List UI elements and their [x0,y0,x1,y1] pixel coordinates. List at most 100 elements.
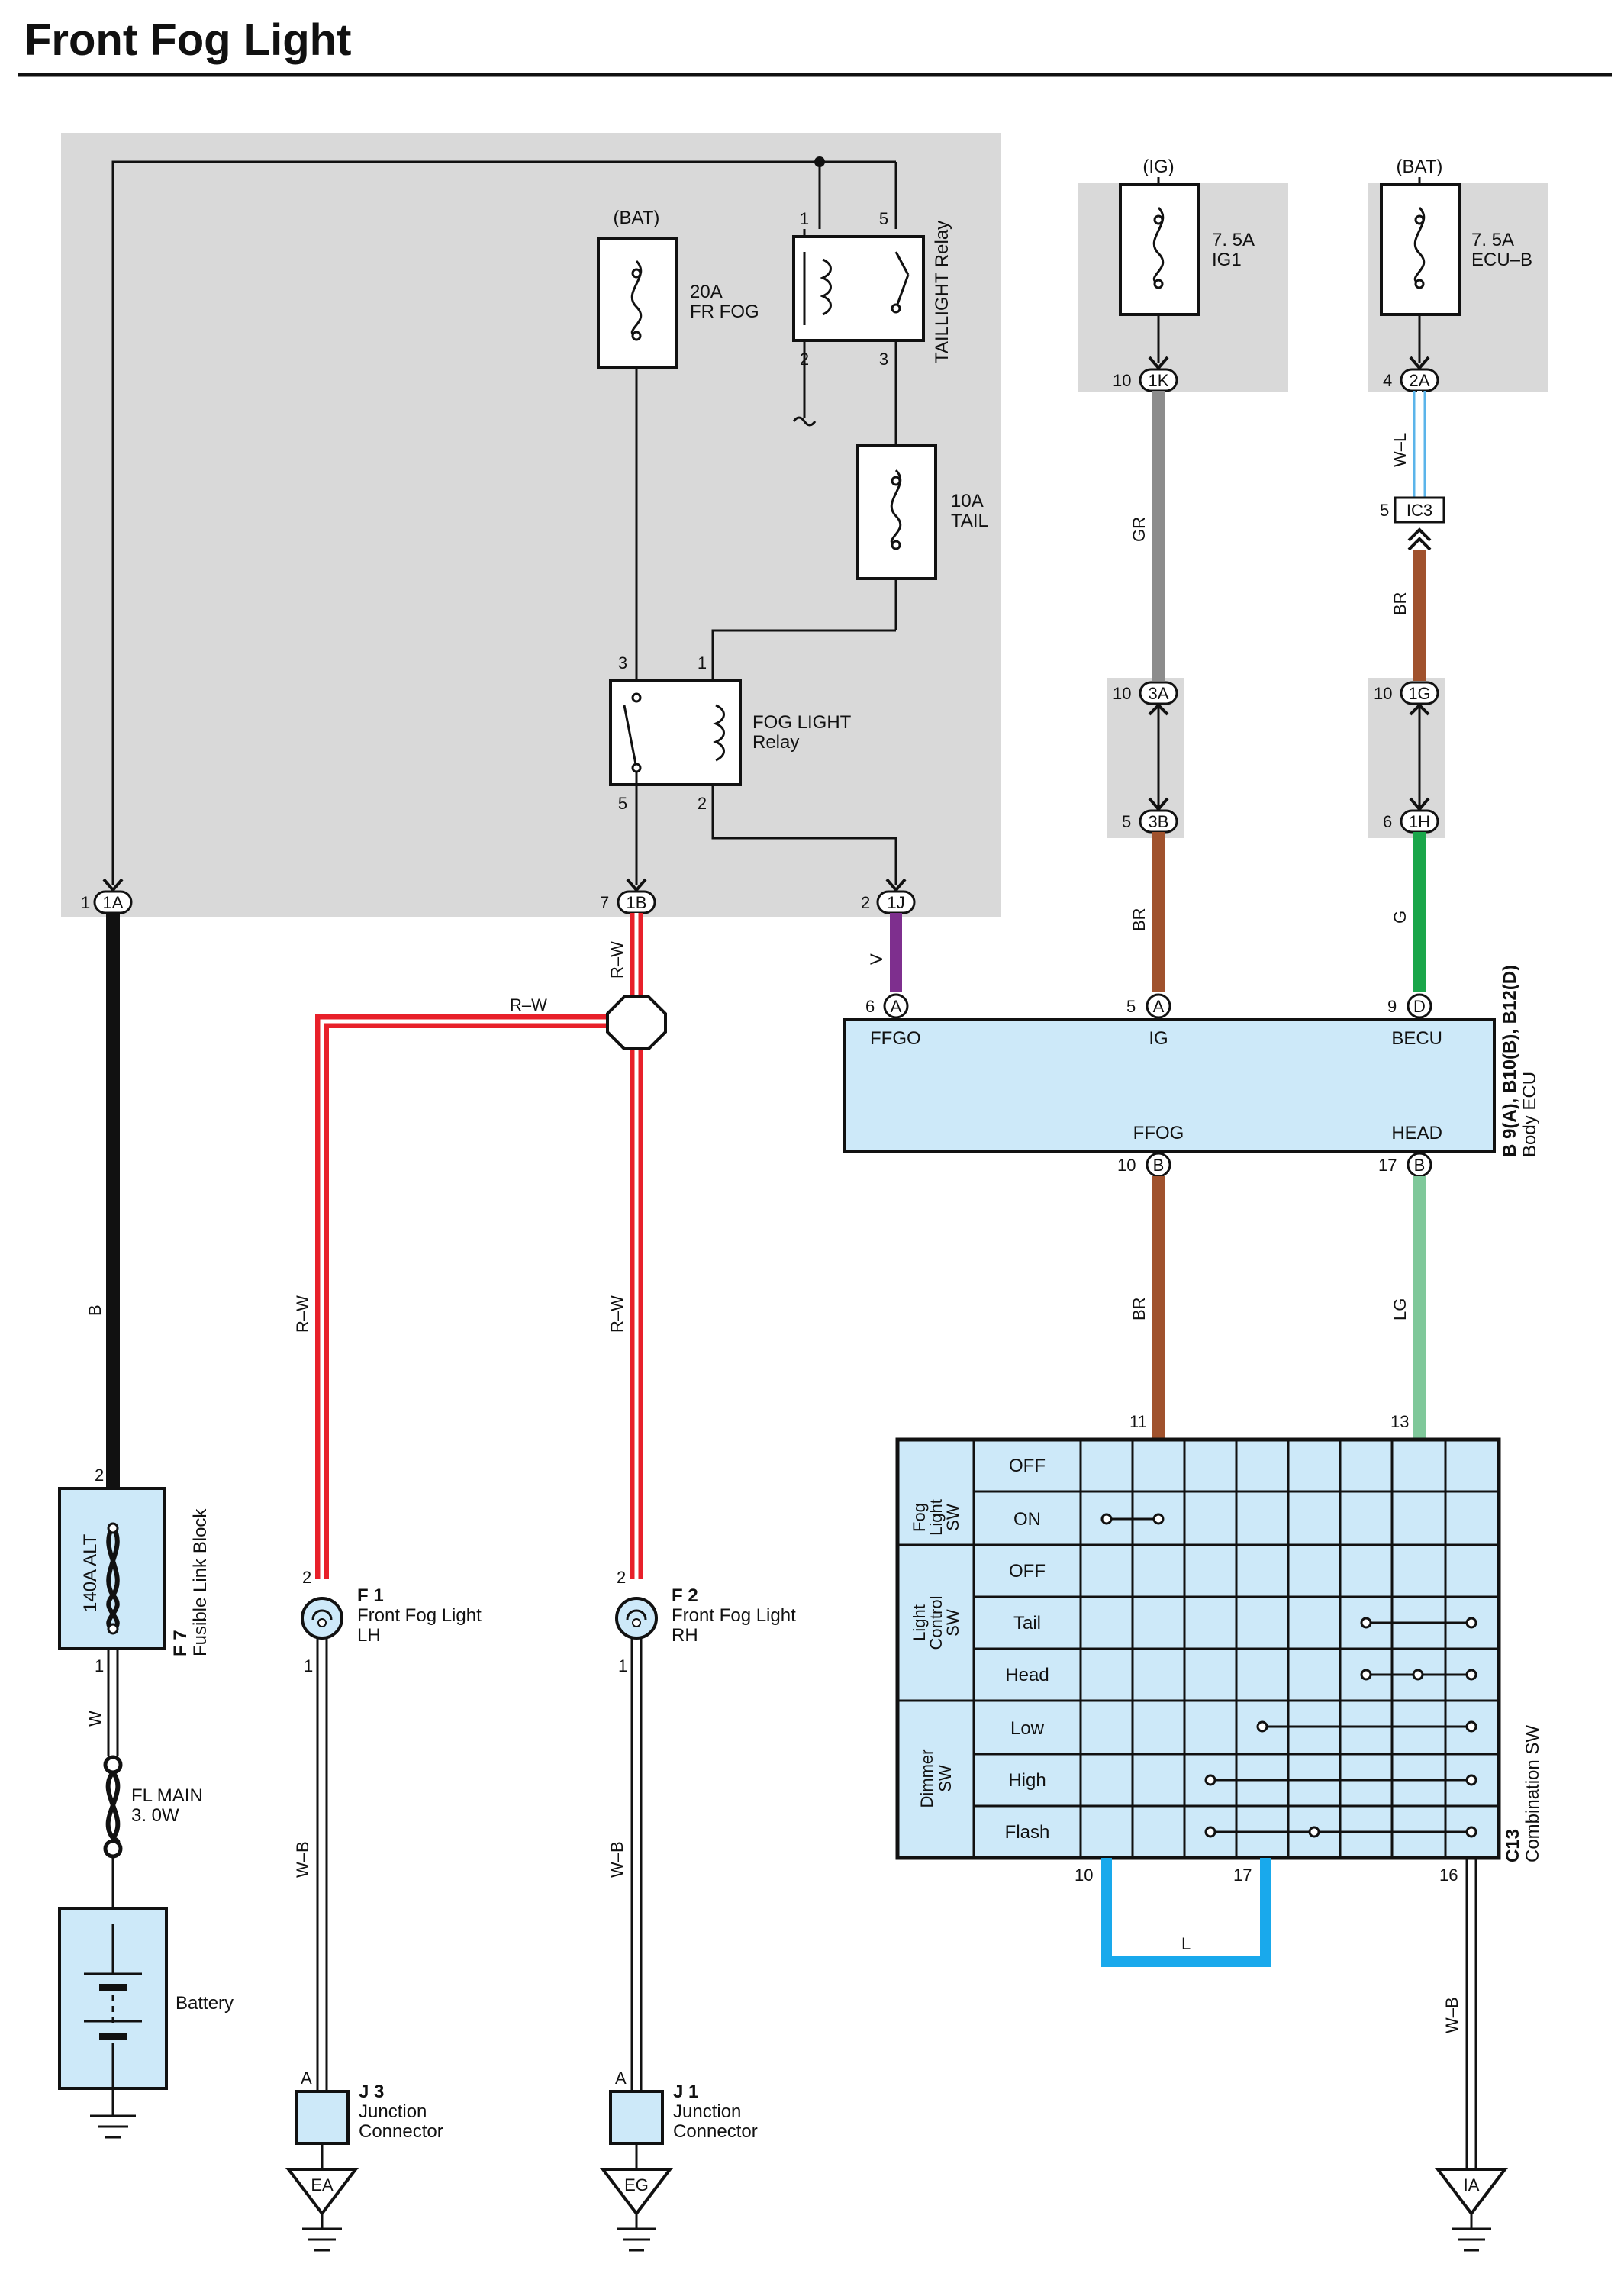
j3-name-1: Junction [359,2101,427,2122]
ecu-ffgo-label: FFGO [870,1028,921,1049]
ground-symbol-tail [792,416,817,427]
grp-light-2: Control [926,1596,946,1650]
splice-junction [606,995,667,1050]
combo-id: C13 [1503,1829,1523,1862]
ecu-becu-pin-no: 9 [1387,997,1397,1016]
ecu-ffgo-pin-no: 6 [865,997,875,1016]
ground-eg: EG [599,2168,674,2252]
row-tail: Tail [1013,1613,1041,1633]
ecu-pin-ffog: B [1146,1152,1171,1178]
wire-gr-label: GR [1129,517,1149,542]
ecu-pin-ig: A [1146,993,1171,1019]
svg-text:B: B [1153,1156,1165,1175]
wire-wb-lh [316,1638,328,2091]
ecu-name: Body ECU [1519,1072,1540,1157]
row-off-light: OFF [1009,1561,1046,1582]
wire-br-ecub-label: BR [1390,592,1410,615]
pin-2a: 4 [1383,371,1392,390]
ecu-ig-pin-no: 5 [1126,997,1136,1016]
f2-pin2: 2 [617,1568,626,1587]
battery-label: Battery [176,1993,234,2014]
wire-w [107,1649,119,1756]
tail-relay-pin2: 2 [800,350,809,369]
wire-rw-label-right: R–W [607,1295,627,1333]
fr-fog-amp: 20A [690,282,723,302]
continuity-marks [1100,1513,1477,1838]
wire-br-ig-label: BR [1129,908,1149,931]
svg-text:2A: 2A [1410,371,1430,390]
pin-3a: 10 [1113,684,1131,703]
svg-text:1A: 1A [103,893,124,912]
connector-ic3: IC3 [1394,496,1445,551]
junction-connector-j1 [609,2090,664,2145]
row-head: Head [1005,1665,1049,1685]
ecu-pin-becu: D [1406,993,1432,1019]
junction-dot [814,156,825,167]
ecu-id: B 9(A), B10(B), B12(D) [1500,965,1520,1157]
combo-pin17: 17 [1233,1866,1252,1885]
taillight-relay-label: TAILLIGHT Relay [932,221,952,363]
svg-text:IA: IA [1464,2175,1480,2195]
ecu-ffog-label: FFOG [1133,1123,1184,1143]
svg-text:3A: 3A [1149,684,1169,703]
connector-3a: 3A 3B [1139,681,1178,834]
ig1-amp: 7. 5A [1212,230,1255,250]
pin-1k: 10 [1113,371,1131,390]
fusible-alt-label: 140A ALT [80,1533,101,1612]
combo-pin10: 10 [1075,1866,1093,1885]
wire-wb-rh [630,1638,643,2091]
f1-pin1: 1 [304,1656,313,1675]
fog-relay-label-2: Relay [752,732,799,753]
svg-text:A: A [891,997,902,1016]
svg-text:B: B [1414,1156,1426,1175]
f1-name-2: LH [357,1625,381,1646]
combo-pin11: 11 [1129,1412,1147,1431]
fog-relay-pin3: 3 [618,653,627,672]
grp-dim-2: SW [936,1765,955,1792]
svg-text:1H: 1H [1409,812,1430,831]
svg-text:1G: 1G [1408,684,1430,703]
ecub-name: ECU–B [1471,250,1532,270]
f2-id: F 2 [672,1585,698,1606]
combo-pin16: 16 [1439,1866,1458,1885]
combo-pin13: 13 [1390,1412,1409,1431]
battery-ground [90,2088,136,2139]
j3-name-2: Connector [359,2121,443,2142]
ecu-ffog-pin-no: 10 [1117,1156,1136,1175]
wire-wb-combo-label: W–B [1442,1997,1461,2033]
wire-lg-label: LG [1390,1298,1410,1321]
j3-id: J 3 [359,2082,384,2102]
f1-name-1: Front Fog Light [357,1605,482,1626]
row-low: Low [1010,1718,1045,1739]
front-fog-light-lh [301,1597,343,1640]
grp-light-3: SW [943,1609,962,1637]
combo-name: Combination SW [1522,1725,1543,1862]
fog-relay-label-1: FOG LIGHT [752,712,852,733]
ground-ea: EA [285,2168,359,2252]
pin-1a: 1 [81,893,90,912]
f1-pin2: 2 [302,1568,311,1587]
svg-text:1J: 1J [887,893,904,912]
grp-dim-1: Dimmer [917,1750,936,1808]
combo-grid [897,1440,1499,1858]
ecu-pin-head: B [1406,1152,1432,1178]
wire-wl [1413,391,1426,498]
wire-l-label: L [1181,1934,1191,1953]
row-on: ON [1013,1509,1041,1530]
fusible-link-block [58,1487,166,1650]
ig1-name: IG1 [1212,250,1242,270]
row-high: High [1008,1770,1046,1791]
fuse-tail [856,444,937,580]
j1-name-2: Connector [673,2121,758,2142]
row-flash: Flash [1005,1822,1050,1843]
pin-3b: 5 [1122,812,1131,831]
wire-wb-rh-label: W–B [607,1841,627,1878]
body-ecu [843,1018,1496,1153]
grp-fog-1: Fog [910,1503,929,1532]
svg-text:A: A [1153,997,1165,1016]
f2-name-2: RH [672,1625,698,1646]
ig1-source: (IG) [1142,156,1174,177]
ecu-ig-label: IG [1149,1028,1168,1049]
ecu-becu-label: BECU [1391,1028,1442,1049]
